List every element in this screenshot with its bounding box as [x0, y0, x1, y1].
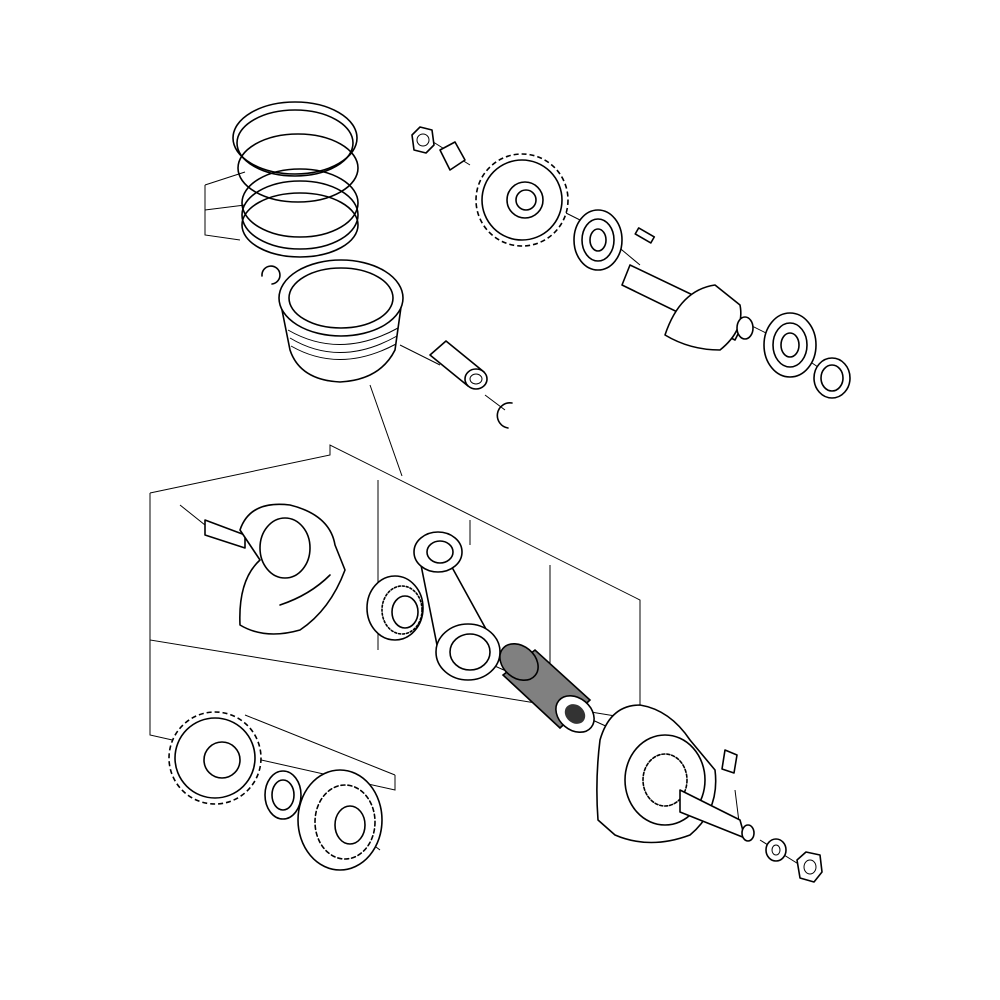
piston-circlip [261, 265, 281, 285]
lock-washer-top [439, 141, 466, 171]
right-bearing [763, 312, 817, 378]
lower-gear [168, 711, 262, 805]
piston-pin [429, 340, 488, 390]
left-crank-half [204, 503, 346, 635]
piston [278, 259, 404, 383]
key-top [634, 227, 656, 244]
washer-bottom [765, 838, 787, 862]
lower-bearing [297, 769, 383, 871]
needle-bearing [366, 575, 424, 641]
connecting-rod [413, 531, 501, 681]
upper-gear [475, 153, 569, 247]
upper-bearing [573, 209, 623, 271]
crank-pin [499, 642, 595, 734]
oil-seal [813, 357, 851, 399]
pin-circlip [496, 402, 513, 429]
nut-top [411, 126, 435, 154]
nut-bottom [796, 851, 823, 883]
right-crank-half [596, 704, 755, 844]
key-bottom [721, 749, 738, 774]
lower-washer [264, 770, 302, 820]
upper-crank-half [621, 264, 754, 351]
piston-rings [232, 101, 359, 258]
